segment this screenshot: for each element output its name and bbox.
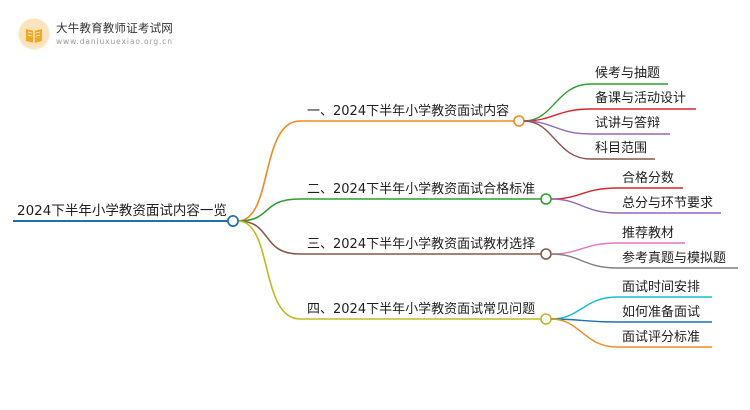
connector-root-branch-3 <box>237 220 301 255</box>
connector-branch-1-leaf-4 <box>523 120 592 160</box>
branch-4-leaf-1: 面试时间安排 <box>622 280 701 295</box>
root-node <box>227 215 239 227</box>
branch-3-label: 三、2024下半年小学教资面试教材选择 <box>307 237 536 252</box>
branch-4-label: 四、2024下半年小学教资面试常见问题 <box>307 302 536 317</box>
branch-4-leaf-2: 如何准备面试 <box>622 305 701 320</box>
site-logo[interactable]: 大牛教育教师证考试网 www.daniuxuexiao.org.cn <box>18 18 178 50</box>
branch-3-leaf-2: 参考真题与模拟题 <box>622 251 727 266</box>
branch-1-leaf-3: 试讲与答辩 <box>595 116 661 131</box>
branch-3-leaf-1: 推荐教材 <box>622 226 675 241</box>
connector-branch-4-leaf-1 <box>550 296 619 320</box>
connector-branch-4-leaf-3 <box>550 318 619 348</box>
branch-3-node <box>540 248 552 260</box>
connector-root-branch-1 <box>237 120 301 222</box>
branch-1-leaf-1: 候考与抽题 <box>595 66 661 81</box>
branch-1-node <box>513 115 525 127</box>
branch-2-leaf-2: 总分与环节要求 <box>622 196 714 211</box>
branch-4-node <box>540 313 552 325</box>
connector-branch-3-leaf-1 <box>550 242 619 255</box>
branch-4-leaf-3: 面试评分标准 <box>622 330 701 345</box>
site-url: www.daniuxuexiao.org.cn <box>56 37 173 46</box>
root-topic: 2024下半年小学教资面试内容一览 <box>17 203 227 219</box>
branch-2-node <box>540 193 552 205</box>
connector-root-branch-2 <box>237 198 301 222</box>
branch-2-label: 二、2024下半年小学教资面试合格标准 <box>307 182 536 197</box>
book-badge-icon <box>18 18 50 50</box>
connector-branch-2-leaf-1 <box>550 187 619 200</box>
branch-1-leaf-4: 科目范围 <box>595 141 648 156</box>
connector-branch-3-leaf-2 <box>550 253 619 269</box>
branch-1-leaf-2: 备课与活动设计 <box>595 91 687 106</box>
connector-root-branch-4 <box>237 220 301 320</box>
branch-1-label: 一、2024下半年小学教资面试内容 <box>307 104 510 119</box>
connector-branch-1-leaf-1 <box>523 83 592 122</box>
connector-branch-2-leaf-2 <box>550 198 619 214</box>
branch-2-leaf-1: 合格分数 <box>622 171 675 186</box>
site-name: 大牛教育教师证考试网 <box>56 21 173 35</box>
